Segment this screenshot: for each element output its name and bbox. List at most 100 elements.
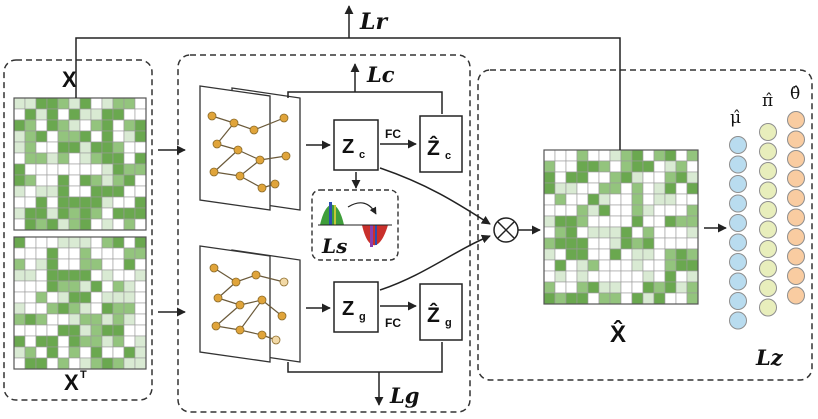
matrix-cell [46,357,59,370]
matrix-cell [112,335,125,348]
matrix-cell [609,237,622,250]
matrix-cell [46,236,59,249]
matrix-cell [554,226,567,239]
matrix-cell [664,204,677,217]
matrix-cell [46,291,59,304]
matrix-cell [24,324,37,337]
pi-hat-label: π̂ [762,91,773,111]
matrix-cell [57,236,70,249]
matrix-cell [13,313,26,326]
matrix-cell [598,182,611,195]
matrix-cell [609,215,622,228]
matrix-cell [598,248,611,261]
matrix-cell [134,247,147,260]
matrix-cell [101,302,114,315]
matrix-cell [675,160,688,173]
matrix-cell [79,247,92,260]
matrix-cell [576,215,589,228]
matrix-cell [112,141,125,154]
matrix-cell [675,259,688,272]
zg-hat-subscript: g [445,317,452,329]
contrast-loss-label: Lc [366,62,395,87]
matrix-cell [35,269,48,282]
matrix-cell [565,270,578,283]
matrix-cell [24,130,37,143]
matrix-cell [112,218,125,231]
matrix-cell [565,259,578,272]
matrix-cell [565,171,578,184]
matrix-cell [631,160,644,173]
matrix-cell [123,269,136,282]
matrix-cell [620,248,633,261]
matrix-cell [642,226,655,239]
matrix-cell [587,237,600,250]
matrix-cell [675,270,688,283]
matrix-cell [24,247,37,260]
matrix-cell [112,174,125,187]
matrix-cell [68,174,81,187]
matrix-cell [90,280,103,293]
matrix-cell [68,258,81,271]
graph-node [279,277,289,287]
matrix-cell [631,259,644,272]
matrix-cell [554,193,567,206]
matrix-cell [24,280,37,293]
matrix-cell [543,281,556,294]
matrix-cell [101,130,114,143]
matrix-cell [620,270,633,283]
matrix-cell [90,236,103,249]
matrix-cell [46,247,59,260]
matrix-cell [675,226,688,239]
matrix-cell [134,269,147,282]
zc-hat-subscript: c [445,150,451,162]
parameter-node [729,175,747,193]
matrix-cell [90,163,103,176]
graph-node [255,155,265,165]
matrix-cell [598,160,611,173]
matrix-cell [46,280,59,293]
matrix-cell [675,182,688,195]
matrix-border [13,236,147,370]
matrix-cell [554,259,567,272]
matrix-cell [79,196,92,209]
matrix-cell [598,215,611,228]
matrix-cell [90,258,103,271]
matrix-cell [653,281,666,294]
matrix-cell [13,258,26,271]
matrix-cell [123,207,136,220]
graph-node [251,270,261,280]
matrix-cell [675,292,688,305]
matrix-cell [35,207,48,220]
matrix-cell [79,302,92,315]
parameter-node [787,130,805,149]
matrix-cell [57,291,70,304]
matrix-cell [90,152,103,165]
matrix-cell [675,204,688,217]
x-transpose-label: X [64,370,79,395]
matrix-cell [13,218,26,231]
matrix-cell [134,258,147,271]
matrix-cell [112,130,125,143]
matrix-cell [101,324,114,337]
matrix-cell [46,152,59,165]
matrix-cell [134,302,147,315]
matrix-cell [35,185,48,198]
matrix-cell [46,196,59,209]
matrix-cell [554,204,567,217]
matrix-cell [134,346,147,359]
matrix-cell [565,149,578,162]
matrix-cell [123,280,136,293]
matrix-cell [57,280,70,293]
matrix-cell [642,292,655,305]
matrix-cell [112,185,125,198]
matrix-cell [101,141,114,154]
matrix-cell [123,291,136,304]
matrix-cell [68,335,81,348]
matrix-cell [79,236,92,249]
matrix-cell [13,196,26,209]
matrix-cell [686,270,699,283]
matrix-cell [90,335,103,348]
matrix-cell [554,171,567,184]
matrix-cell [123,174,136,187]
matrix-cell [543,215,556,228]
